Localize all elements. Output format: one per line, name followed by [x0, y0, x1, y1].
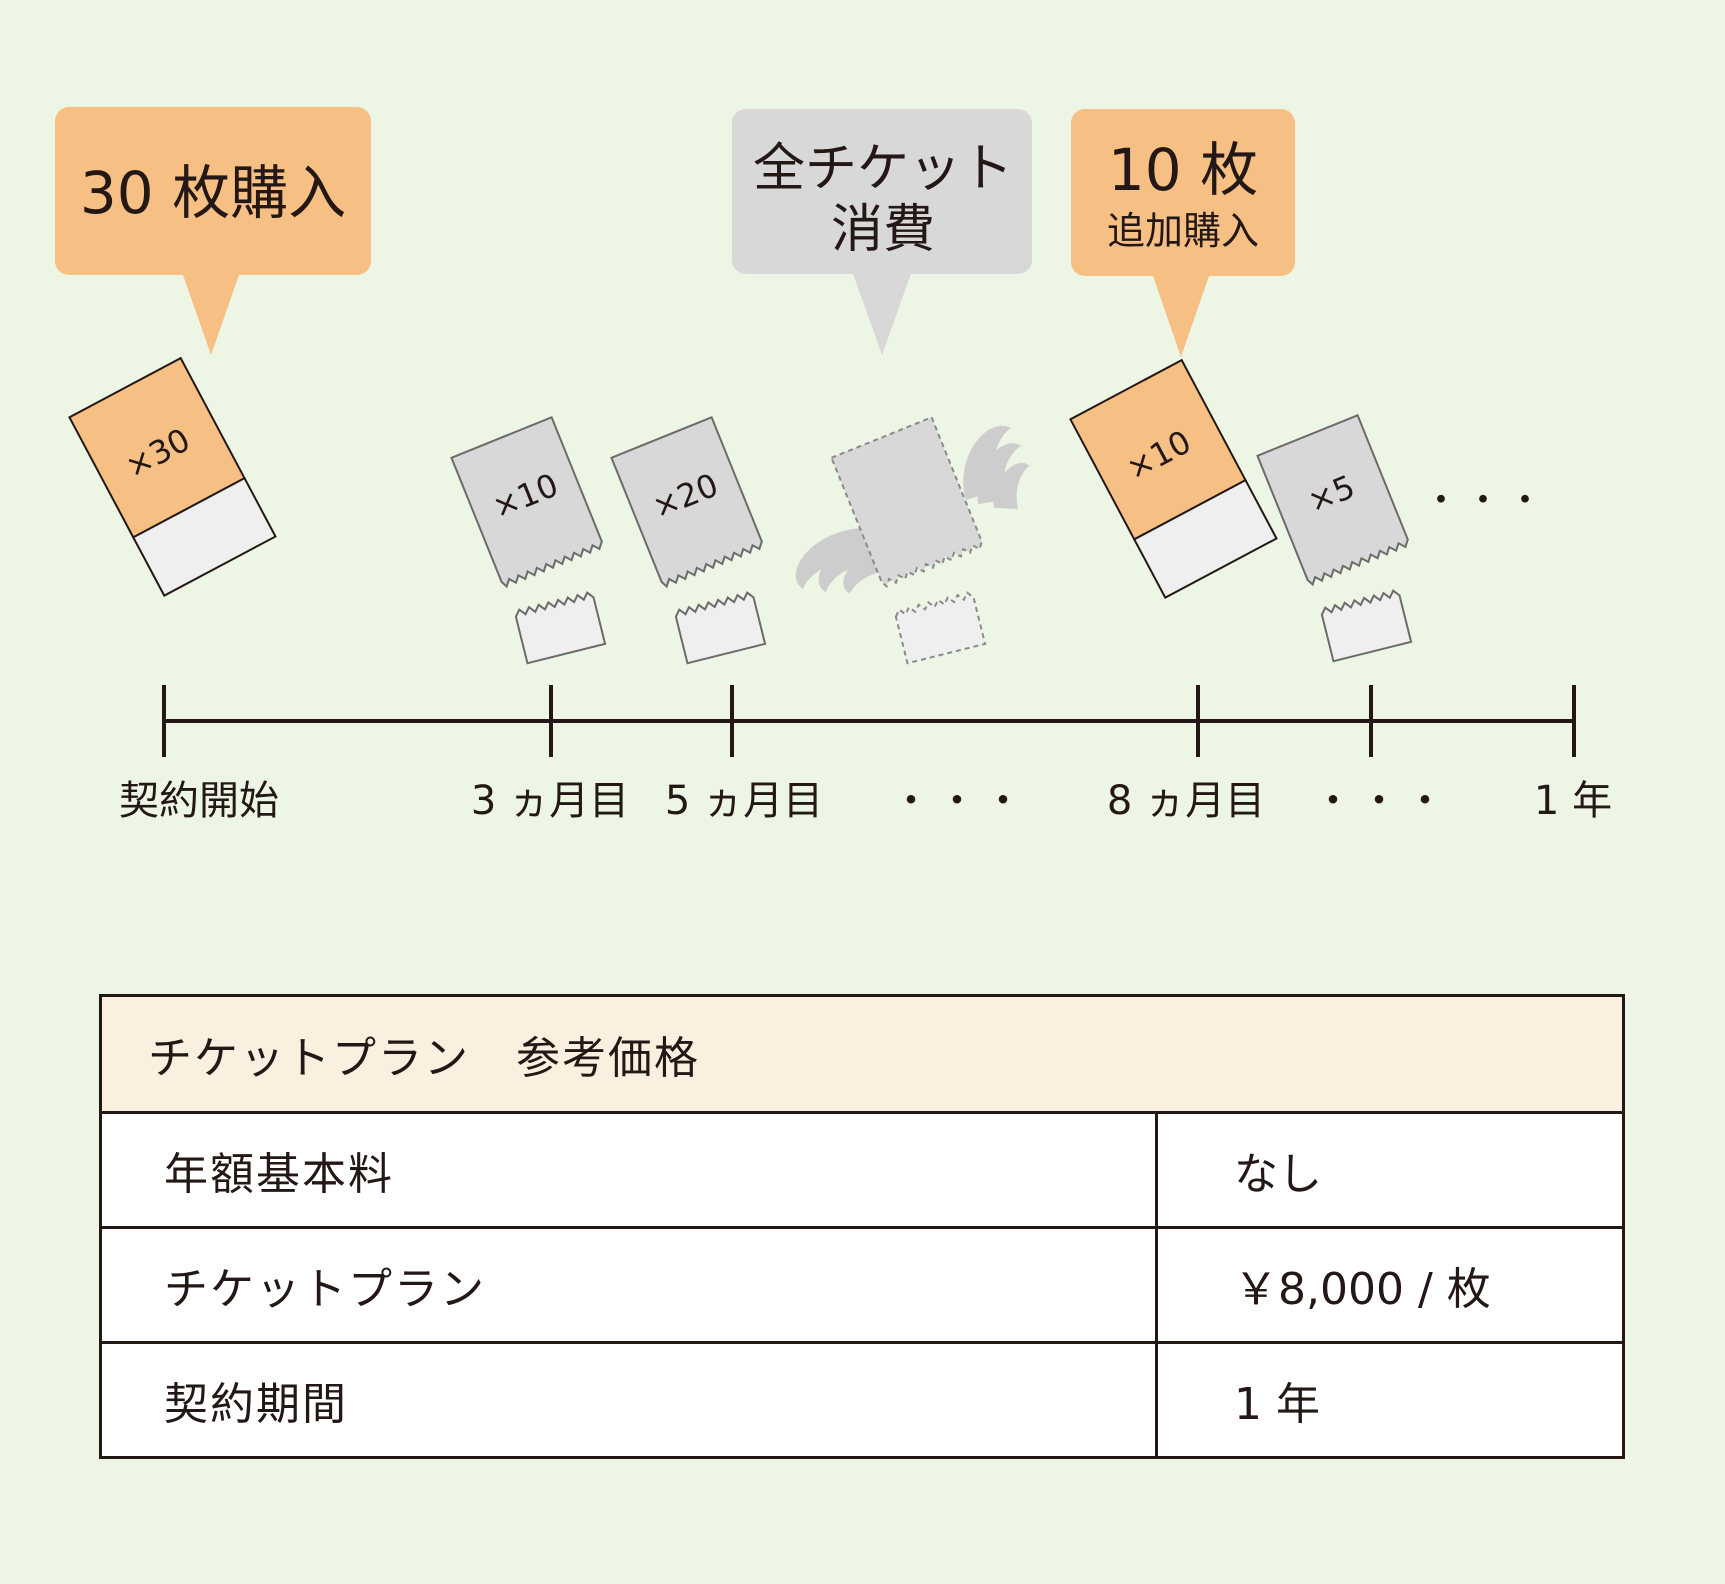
timeline-labels: 契約開始 3 ヵ月目 5 ヵ月目 ・・・ 8 ヵ月目 ・・・ 1 年 — [119, 778, 1612, 824]
callout-consumed-line1: 全チケット — [753, 139, 1013, 199]
timeline-label-end: 1 年 — [1534, 778, 1612, 824]
table-row-label: 契約期間 — [99, 1341, 1158, 1459]
callout-additional-line2: 追加購入 — [1107, 209, 1259, 253]
timeline-label-m8: 8 ヵ月目 — [1107, 778, 1265, 824]
callout-consumed-line2: 消費 — [831, 200, 935, 260]
table-row: チケットプラン ￥8,000 / 枚 — [99, 1226, 1625, 1344]
price-table-header-row: チケットプラン 参考価格 — [99, 994, 1625, 1114]
table-row: 契約期間 1 年 — [99, 1341, 1625, 1459]
table-row-label: チケットプラン — [99, 1226, 1158, 1344]
ticket-used-5: ×5 — [1256, 414, 1413, 663]
ticket-book-10: ×10 — [1069, 358, 1278, 599]
timeline — [162, 685, 1576, 757]
table-row-label: 年額基本料 — [99, 1111, 1158, 1229]
price-table: チケットプラン 参考価格 年額基本料 なし チケットプラン ￥8,000 / 枚… — [99, 994, 1625, 1459]
timeline-label-m3: 3 ヵ月目 — [471, 778, 629, 824]
timeline-label-gap1: ・・・ — [891, 778, 1029, 824]
ticket-usage-diagram: 30 枚購入 全チケット 消費 10 枚 追加購入 ×30 ×10 ×20 — [55, 107, 1612, 824]
table-row: 年額基本料 なし — [99, 1111, 1625, 1229]
price-table-title: チケットプラン 参考価格 — [99, 994, 1625, 1114]
timeline-label-m5: 5 ヵ月目 — [665, 778, 823, 824]
tickets-more-ellipsis: ・・・ — [1423, 480, 1549, 521]
ticket-book-30: ×30 — [68, 356, 277, 597]
table-row-value: 1 年 — [1155, 1341, 1625, 1459]
callout-initial-purchase: 30 枚購入 — [55, 107, 371, 355]
callout-additional-line1: 10 枚 — [1108, 136, 1258, 204]
callout-additional-purchase: 10 枚 追加購入 — [1071, 109, 1295, 357]
timeline-label-gap2: ・・・ — [1313, 778, 1451, 824]
ticket-used-10: ×10 — [450, 416, 607, 665]
ticket-used-20: ×20 — [610, 416, 767, 665]
ticket-consumed-flying — [785, 416, 1055, 665]
table-row-value: ￥8,000 / 枚 — [1155, 1226, 1625, 1344]
callout-initial-purchase-text: 30 枚購入 — [80, 159, 346, 227]
timeline-label-start: 契約開始 — [119, 778, 279, 824]
table-row-value: なし — [1155, 1111, 1625, 1229]
callout-all-consumed: 全チケット 消費 — [732, 109, 1032, 355]
